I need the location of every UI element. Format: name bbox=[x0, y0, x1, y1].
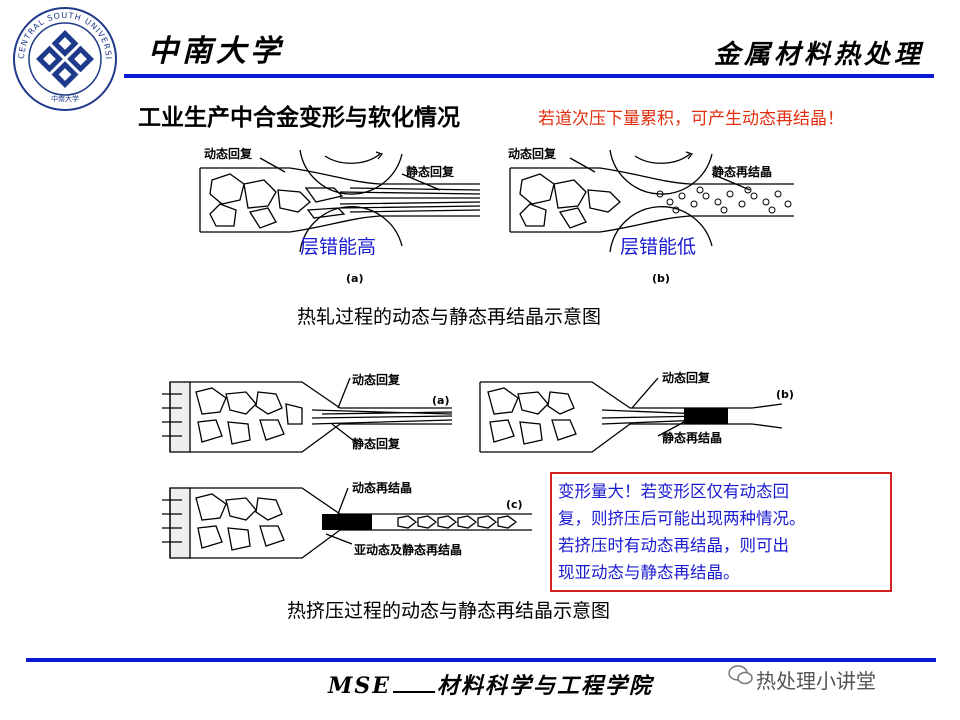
footer-underline bbox=[393, 690, 436, 693]
label-a-dynamic-recovery: 动态回复 bbox=[204, 146, 253, 161]
school-name: 中南大学 bbox=[148, 34, 284, 69]
label-ext-a-static-recovery: 静态回复 bbox=[352, 436, 401, 451]
svg-text:中南大学: 中南大学 bbox=[51, 94, 79, 103]
callout-line-4: 现亚动态与静态再结晶。 bbox=[558, 563, 740, 582]
low-stacking-fault-label: 层错能低 bbox=[620, 236, 697, 258]
callout-line-2: 复，则挤压后可能出现两种情况。 bbox=[558, 509, 806, 528]
footer-school: MSE 材料科学与工程学院 bbox=[328, 668, 653, 700]
tag-ext-c: (c) bbox=[506, 498, 523, 511]
tag-b: (b) bbox=[652, 272, 670, 285]
hot-extrusion-caption: 热挤压过程的动态与静态再结晶示意图 bbox=[287, 600, 611, 622]
header-rule bbox=[124, 74, 934, 78]
wechat-icon bbox=[728, 665, 753, 685]
extrusion-note-box: 变形量大！若变形区仅有动态回 复，则挤压后可能出现两种情况。 若挤压时有动态再结… bbox=[550, 472, 892, 592]
high-stacking-fault-label: 层错能高 bbox=[300, 236, 377, 258]
label-b-static-recrystallization: 静态再结晶 bbox=[712, 164, 772, 179]
label-ext-c-sub-dynamic: 亚动态及静态再结晶 bbox=[354, 542, 462, 557]
callout-line-1: 变形量大！若变形区仅有动态回 bbox=[558, 482, 789, 501]
hot-extrusion-diagram: 动态回复 静态回复 动态回复 静态再结晶 动态再结晶 亚动态及静态再结晶 (a)… bbox=[162, 370, 794, 559]
footer-school-name: 材料科学与工程学院 bbox=[437, 673, 654, 699]
dynamic-recrystallization-note: 若道次压下量累积，可产生动态再结晶！ bbox=[538, 109, 844, 129]
hot-rolling-caption: 热轧过程的动态与静态再结晶示意图 bbox=[297, 306, 602, 328]
university-logo: CENTRAL SOUTH UNIVERSITY 中南大学 bbox=[12, 6, 117, 111]
label-b-dynamic-recovery: 动态回复 bbox=[508, 146, 557, 161]
label-ext-c-dynamic-recrystallization: 动态再结晶 bbox=[352, 480, 412, 495]
hot-rolling-diagram: 动态回复 静态回复 动态回复 静态再结晶 (a) (b) bbox=[199, 146, 794, 285]
course-title: 金属材料热处理 bbox=[713, 40, 924, 70]
tag-a: (a) bbox=[346, 272, 363, 285]
slide-title: 工业生产中合金变形与软化情况 bbox=[138, 104, 460, 131]
label-ext-b-dynamic-recovery: 动态回复 bbox=[662, 370, 711, 385]
tag-ext-b: (b) bbox=[776, 388, 794, 401]
callout-line-3: 若挤压时有动态再结晶，则可出 bbox=[558, 536, 789, 555]
footer-prefix: MSE bbox=[328, 673, 392, 699]
label-ext-a-dynamic-recovery: 动态回复 bbox=[352, 372, 401, 387]
tag-ext-a: (a) bbox=[432, 394, 449, 407]
label-ext-b-static-recrystallization: 静态再结晶 bbox=[662, 430, 722, 445]
label-a-static-recovery: 静态回复 bbox=[406, 164, 455, 179]
footer-rule bbox=[26, 658, 936, 662]
watermark-text: 热处理小讲堂 bbox=[756, 669, 876, 693]
